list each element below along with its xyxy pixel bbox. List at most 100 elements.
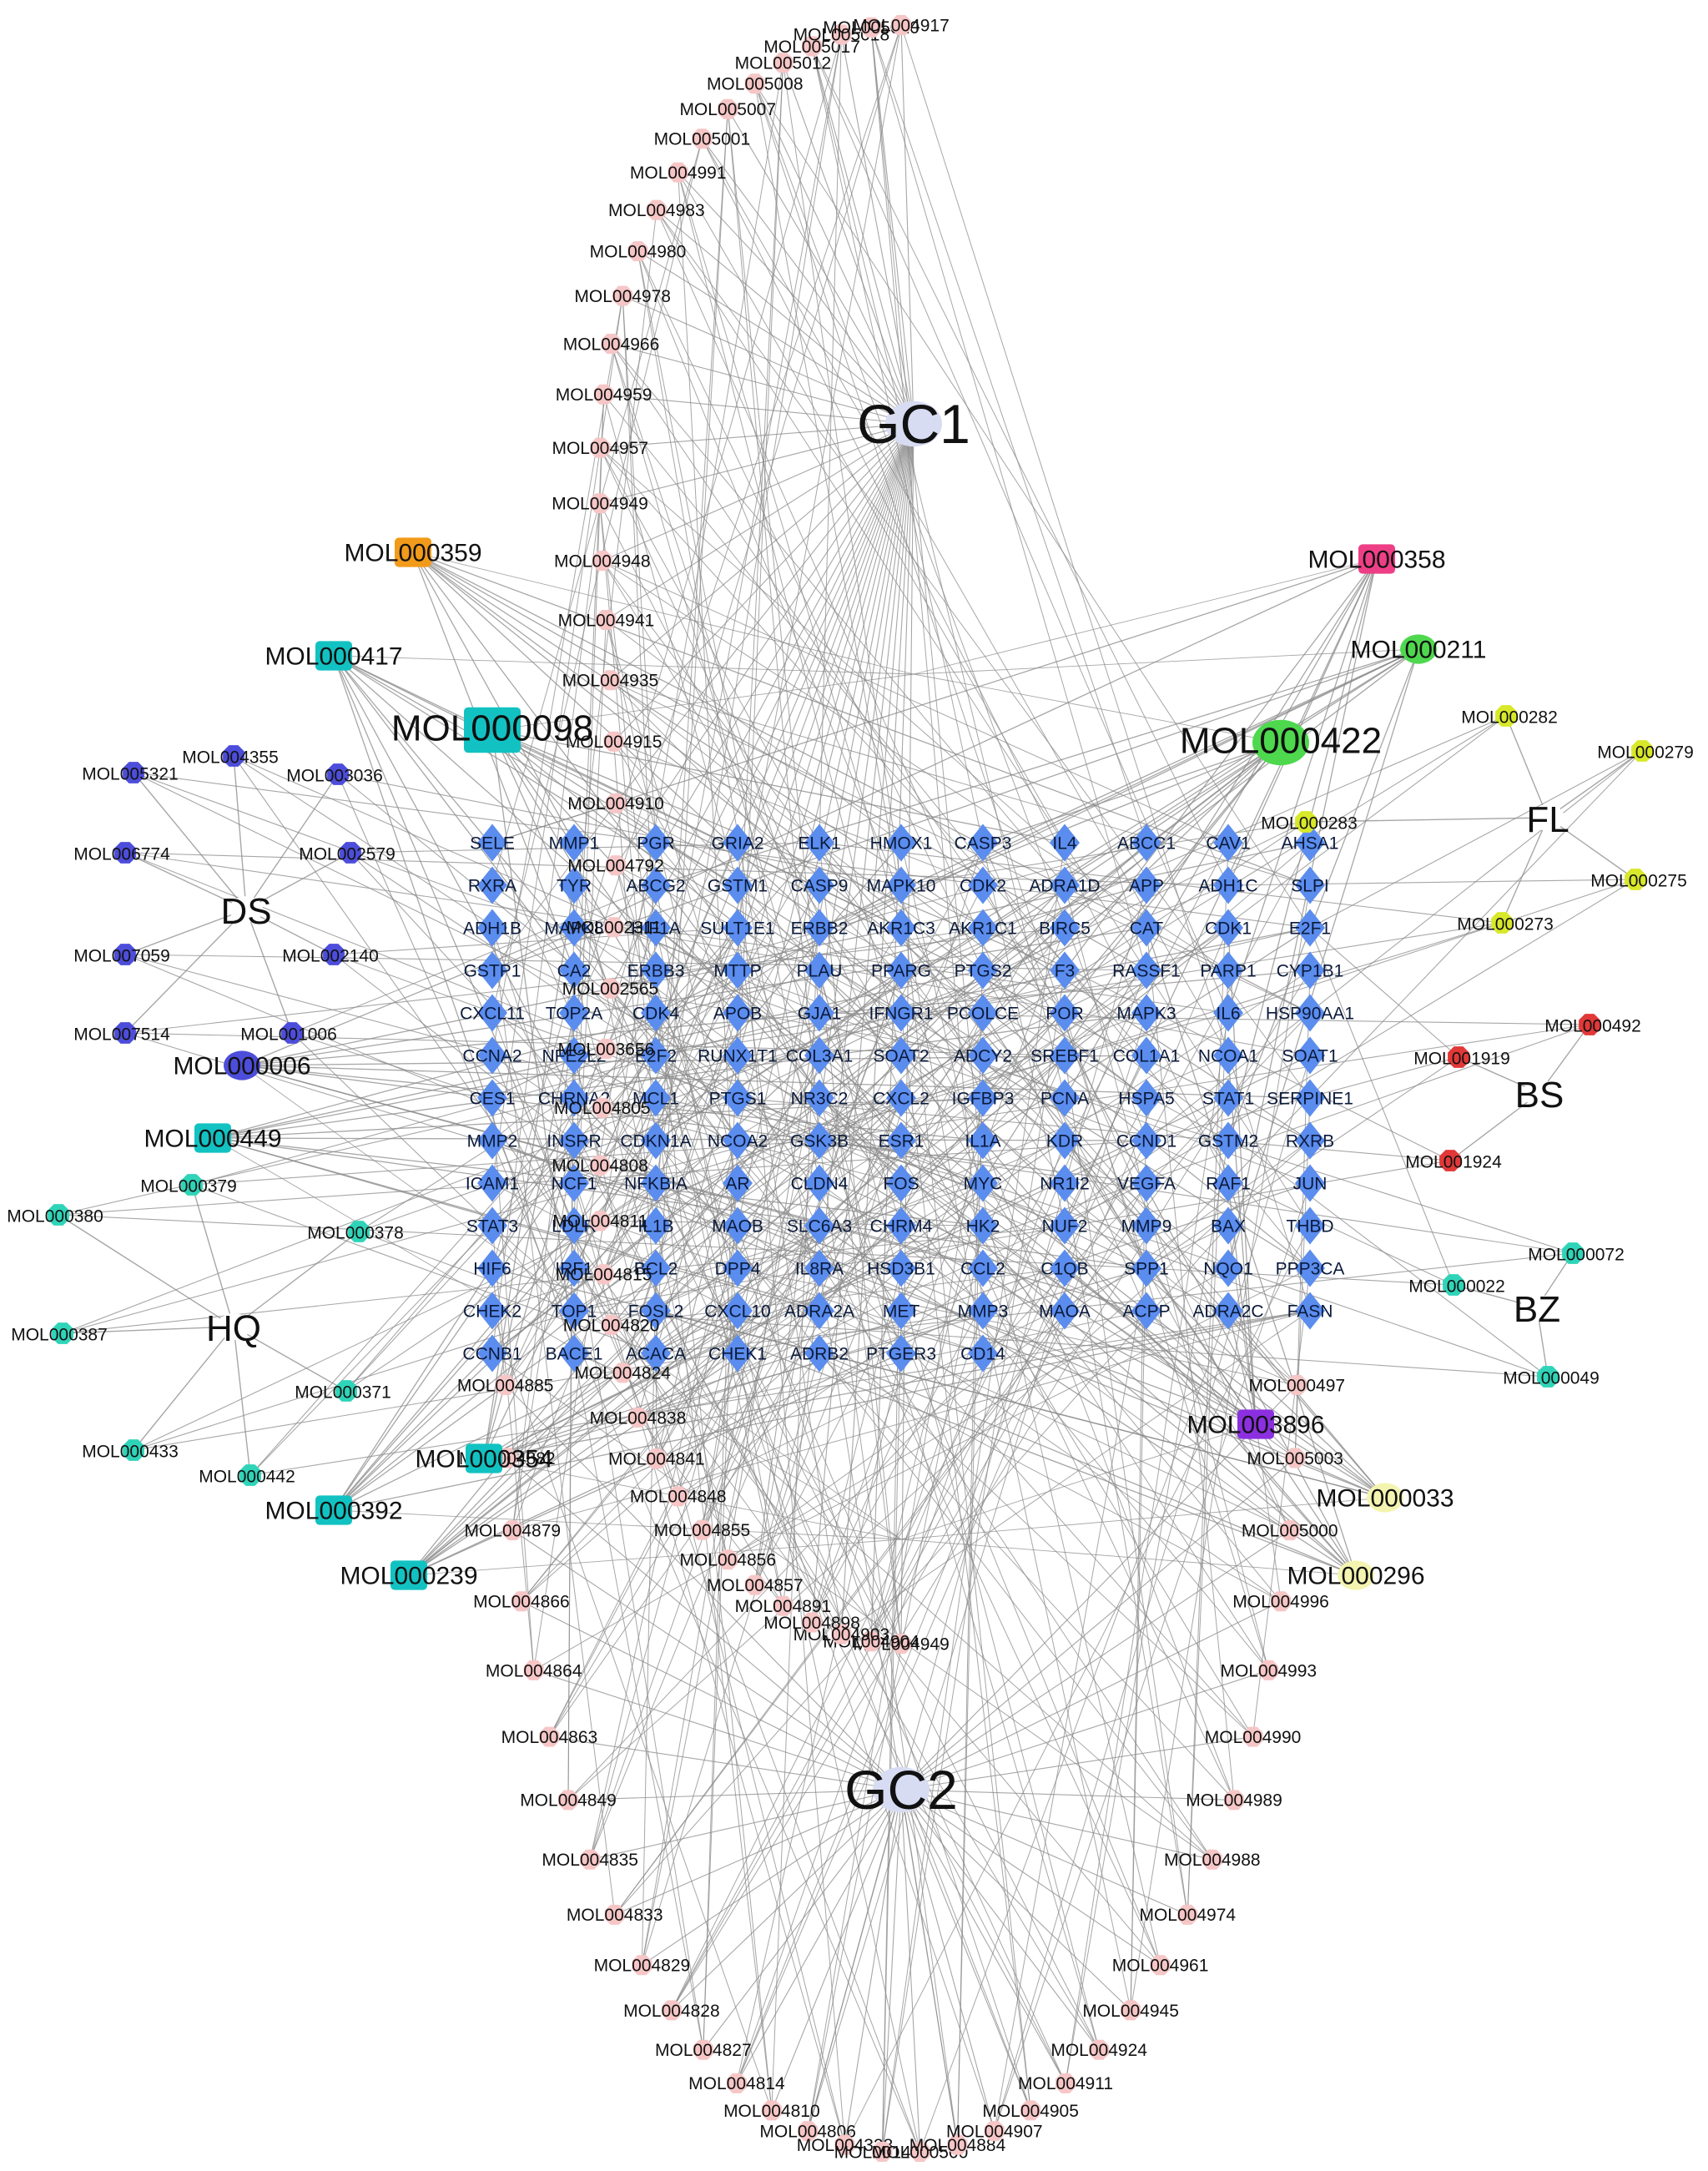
network-edge [573,1352,704,2050]
target-node: FOS [883,1164,919,1202]
gc2-compound-node: MOL004827 [655,2039,752,2060]
target-node-shape [477,824,507,862]
target-node-label: ESR1 [879,1131,925,1151]
gc2-compound-node-label: MOL004835 [542,1851,638,1870]
network-edge [333,927,738,955]
network-edge [1227,1310,1386,1499]
gc1-compound-node-shape [718,1549,738,1570]
network-edge [982,1012,1357,1576]
target-node-label: E2F2 [635,1046,677,1065]
target-node-shape [477,1249,507,1287]
network-edge [191,1184,234,1327]
target-node-shape [1131,951,1161,990]
gc2-compound-node-label: MOL005003 [1247,1449,1343,1468]
target-node: GJA1 [798,994,841,1032]
target-node: CCNA2 [462,1036,522,1075]
network-edge [819,842,1503,924]
target-node: PTGS2 [955,951,1011,990]
hq-compound-node: MOL000380 [7,1204,103,1226]
gc2-compound-node-label: MOL004827 [655,2041,752,2060]
network-edge [655,927,921,2153]
hq-compound-node-shape [239,1464,261,1486]
target-node-label: RXRB [1286,1131,1334,1151]
network-edge [212,1137,1147,1269]
target-node-label: PGR [637,834,675,853]
network-edge [1146,1267,1454,1286]
target-node: CD14 [960,1334,1005,1373]
network-edge [333,655,575,1227]
gc1-compound-node-label: MOL004856 [679,1551,776,1570]
network-edge [1227,1055,1257,1425]
gc2-compound-node-shape [1279,1520,1300,1541]
target-node: TOP1 [552,1292,597,1330]
network-edge [782,63,914,425]
gc2-compound-node-shape [1202,1849,1222,1870]
gc1-compound-node-label: MOL005008 [707,75,804,94]
gc2-compound-node: MOL004988 [1164,1849,1261,1870]
network-edge [900,24,914,425]
herb-node-fl-shape [1531,804,1564,831]
gc2-compound-node-shape [798,2121,819,2142]
target-node-label: HIF1A [631,919,681,938]
target-node-shape [886,824,916,862]
target-node-label: MYC [964,1174,1003,1193]
target-node-shape [968,1079,998,1117]
target-node: ACPP [1122,1292,1171,1330]
target-node-shape [641,1164,671,1202]
gc1-compound-node-shape [831,24,852,45]
gc2-compound-node: MOL004863 [501,1726,597,1747]
network-edge [900,1055,1297,1386]
gc2-compound-node-label: MOL004988 [1164,1851,1261,1870]
gc1-compound-node-label: MOL004915 [566,733,663,752]
gc1-compound-node-label: MOL002311 [567,919,662,938]
target-node-label: IGFBP3 [952,1089,1015,1108]
target-node: CCND1 [1116,1121,1176,1160]
network-edge [1227,879,1636,1014]
ds-compound-node: MOL007514 [73,1022,170,1044]
target-node: CDKN1A [620,1121,692,1160]
target-node: COL3A1 [786,1036,853,1075]
network-edge [491,884,1257,1425]
target-node: LDLR [552,1206,597,1245]
gc1-compound-node-shape [718,98,738,119]
network-edge [58,1140,1147,1216]
network-edge [881,842,1066,2153]
gc1-compound-node-label: MOL004935 [562,672,659,691]
target-node: GSK3B [790,1121,849,1160]
ds-compound-node: MOL003036 [286,763,383,785]
network-edge [483,1140,575,1459]
network-edge [641,1267,657,1966]
fl-compound-node: MOL000279 [1597,740,1694,762]
bz-compound-node-label: MOL000072 [1528,1245,1625,1264]
gc1-compound-node-label: MOL004841 [608,1450,705,1469]
gc1-compound-node-shape [891,1634,911,1654]
target-node: GSTM1 [708,866,768,904]
gc2-compound-node-shape [661,2000,682,2021]
network-edge [754,1352,820,1585]
target-node-shape [968,824,998,862]
network-edge [124,909,247,955]
target-node-label: CXCL11 [460,1004,525,1023]
network-edge [819,842,902,1645]
target-node-label: PTGER3 [866,1344,936,1363]
network-edge [333,655,738,886]
gc2-compound-node-shape [834,2134,855,2155]
gc2-compound-node-label: MOL004974 [1139,1906,1236,1925]
network-edge [900,842,1161,1966]
target-node: TOP2A [546,994,602,1032]
gc1-compound-node-shape [861,1631,882,1652]
target-node-shape [559,866,589,904]
network-edge [245,909,293,1034]
network-edge [233,755,247,910]
named-compound-node-label: MOL000392 [265,1498,402,1525]
herb-node-hq-shape [217,1313,250,1340]
gc1-compound-node-label: MOL004948 [554,552,651,571]
target-node: CDK4 [632,994,679,1032]
network-edge [491,34,842,1269]
target-node-label: IL6 [1216,1004,1240,1023]
network-edge [599,503,657,1141]
network-edge [491,729,575,1354]
target-node: JUN [1293,1164,1327,1202]
ds-compound-node-label: MOL007514 [73,1025,170,1044]
target-node: PPP3CA [1276,1249,1344,1287]
